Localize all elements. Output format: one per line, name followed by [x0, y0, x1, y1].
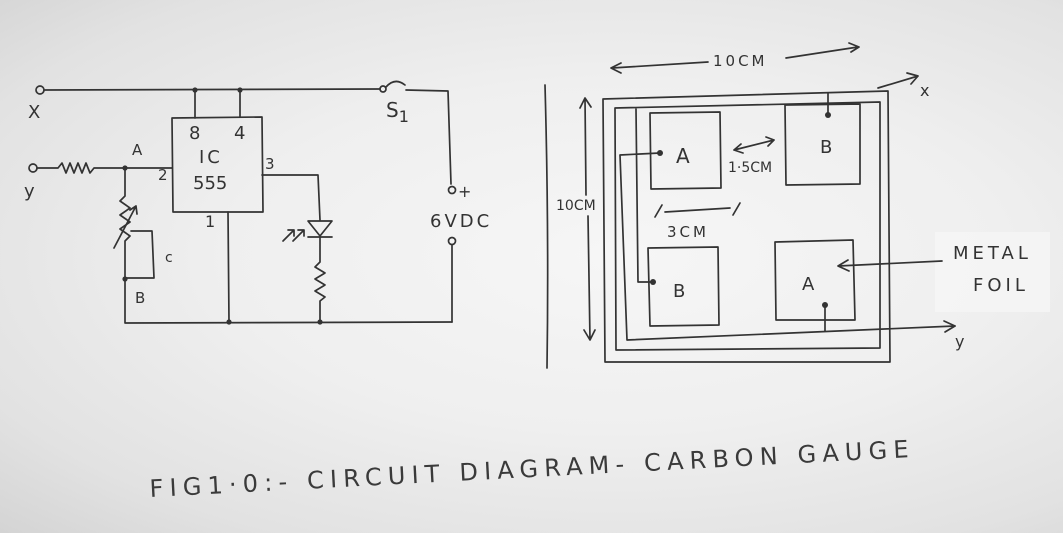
ic-pin4-label: 4 — [234, 123, 245, 144]
node-a-label: A — [132, 141, 143, 159]
resistor-input — [36, 162, 173, 174]
led-light-arrow-1 — [282, 229, 295, 242]
led-light-arrow-2 — [292, 229, 305, 242]
pad-b-bottom-left-contact — [650, 279, 656, 285]
pad-b-top-right — [784, 103, 861, 186]
wire-top — [43, 88, 381, 91]
capacitor-c — [124, 230, 155, 279]
wire-bottom — [124, 278, 453, 324]
y-axis-label: y — [955, 332, 964, 351]
height-dimension-arrow — [579, 97, 596, 341]
variable-resistor-arrow — [113, 205, 138, 249]
pad-a-bottom-right-label: A — [802, 274, 815, 295]
height-label: 10CM — [556, 198, 596, 214]
gap-large-marks — [654, 202, 741, 218]
terminal-x-circle — [35, 85, 45, 95]
switch-s1: S1 — [379, 80, 452, 185]
junction-pin1 — [226, 319, 232, 325]
capacitor-label: c — [165, 250, 173, 266]
y-conductor-line — [619, 152, 956, 341]
pad-a-top-left — [649, 111, 722, 190]
board-outer-border — [602, 90, 891, 363]
gap-small-arrow — [733, 136, 775, 154]
wire-pin3 — [261, 174, 321, 221]
label-patch — [935, 232, 1050, 312]
switch-label-main: S — [386, 98, 399, 122]
ic-pin8-label: 8 — [189, 123, 200, 144]
pad-a-top-left-contact — [657, 150, 663, 156]
terminal-x-label: X — [28, 102, 40, 123]
wire-pin1 — [227, 211, 230, 323]
pad-b-bottom-left-label: B — [673, 281, 685, 302]
pad-b-bottom-left — [647, 246, 720, 327]
y-axis-arrowhead — [943, 320, 956, 333]
battery-positive-terminal — [447, 185, 457, 195]
battery-negative-terminal — [447, 236, 457, 246]
x-axis-arrow — [877, 72, 919, 89]
terminal-y-circle — [28, 163, 38, 173]
metal-foil-label-line1: METAL — [953, 243, 1032, 264]
pad-b-bottom-left-lead — [635, 108, 654, 283]
pad-b-top-right-contact — [825, 112, 831, 118]
gap-small-label: 1·5CM — [728, 160, 772, 176]
terminal-y-label: y — [24, 181, 35, 202]
resistor-led — [314, 236, 326, 323]
switch-contact-left — [379, 85, 387, 93]
ic-number-label: 555 — [193, 173, 227, 194]
board-inner-border — [614, 101, 881, 351]
carbon-gauge: 10CM 10CM x y A B B A 1· — [556, 42, 1032, 363]
width-label: 10CM — [713, 52, 768, 70]
ic-pin2-label: 2 — [158, 166, 168, 184]
pad-a-bottom-right — [774, 239, 856, 321]
battery: + 6VDC — [430, 182, 492, 323]
pad-a-top-left-label: A — [676, 144, 690, 168]
battery-label: 6VDC — [430, 211, 492, 232]
metal-foil-arrow — [837, 259, 943, 272]
variable-resistor — [119, 167, 131, 281]
battery-positive-sign: + — [458, 182, 471, 201]
pad-a-bottom-right-contact — [822, 302, 828, 308]
ic-pin1-label: 1 — [205, 212, 215, 231]
metal-foil-label-line2: FOIL — [973, 275, 1029, 296]
junction-resistor-led — [317, 319, 323, 325]
gap-large-label: 3CM — [667, 223, 709, 241]
separator-line — [544, 84, 549, 369]
led-triangle — [307, 220, 333, 237]
x-axis-label: x — [920, 81, 929, 100]
node-b-label: B — [135, 289, 145, 307]
pad-b-top-right-label: B — [820, 137, 832, 158]
circuit-555: X S1 8 4 IC 555 2 3 1 y — [24, 80, 492, 325]
ic-body — [171, 116, 264, 213]
figure-caption: FIG1·0:- CIRCUIT DIAGRAM- CARBON GAUGE — [149, 435, 909, 503]
ic-555: 8 4 IC 555 2 3 1 — [158, 89, 275, 231]
switch-label: S1 — [386, 98, 409, 126]
ic-pin3-label: 3 — [265, 155, 275, 173]
led — [282, 220, 333, 242]
switch-label-subscript: 1 — [399, 107, 409, 126]
width-dimension-arrow — [610, 42, 860, 74]
ic-name-label: IC — [199, 147, 223, 168]
switch-lever — [385, 80, 406, 88]
wire-switch-to-battery — [405, 89, 452, 185]
